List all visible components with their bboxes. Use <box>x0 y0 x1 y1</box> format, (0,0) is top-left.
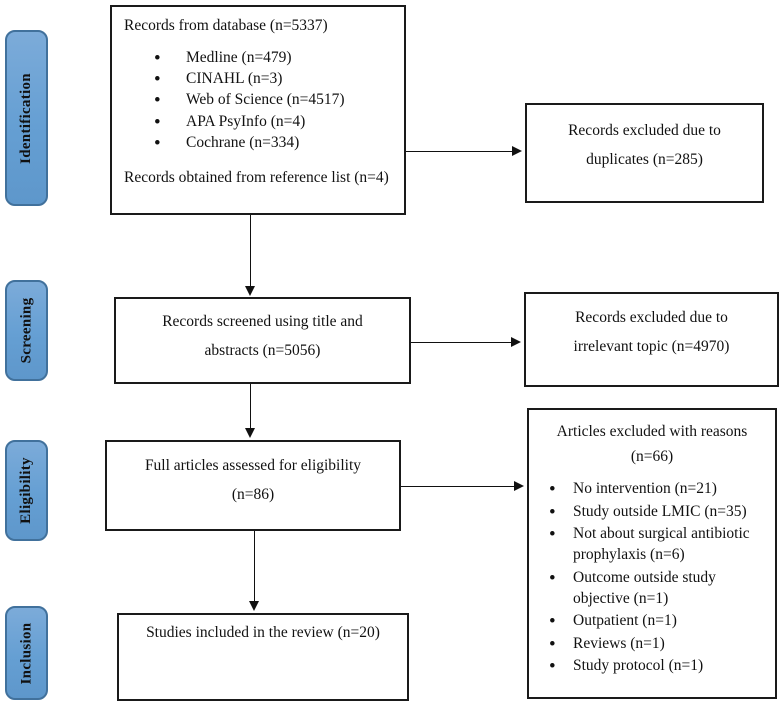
studies-included-text: Studies included in the review (n=20) <box>146 624 380 641</box>
reasons-title-line2: (n=66) <box>630 448 674 466</box>
list-item: Outcome outside study objective (n=1) <box>549 566 769 610</box>
arrow-database-to-screened <box>245 215 256 296</box>
irrelevant-excluded-line1: Records excluded due to <box>575 309 728 326</box>
list-item: Medline (n=479) <box>154 46 404 73</box>
arrow-screened-to-irrelevant <box>411 337 521 348</box>
records-database-title: Records from database (n=5337) <box>124 17 328 34</box>
arrow-screened-to-eligibility <box>245 384 256 438</box>
stage-screening-label: Screening <box>18 297 35 364</box>
duplicates-excluded-line2: duplicates (n=285) <box>586 151 703 169</box>
records-database-box: Records from database (n=5337) Medline (… <box>110 5 406 215</box>
list-item: No intervention (n=21) <box>549 477 769 504</box>
list-item: Outpatient (n=1) <box>549 609 769 636</box>
records-screened-line1: Records screened using title and <box>162 313 363 330</box>
list-item: Study protocol (n=1) <box>549 654 769 681</box>
reasons-excluded-box: Articles excluded with reasons (n=66) No… <box>527 408 777 699</box>
stage-screening: Screening <box>5 280 48 381</box>
full-articles-line1: Full articles assessed for eligibility <box>144 457 362 474</box>
records-screened-line2: abstracts (n=5056) <box>204 342 321 360</box>
database-source-list: Medline (n=479) CINAHL (n=3) Web of Scie… <box>112 46 404 158</box>
list-item: Web of Science (n=4517) <box>154 88 404 115</box>
stage-identification: Identification <box>5 30 48 206</box>
arrow-eligibility-to-included <box>249 531 260 611</box>
records-screened-box: Records screened using title and abstrac… <box>114 297 411 384</box>
irrelevant-excluded-box: Records excluded due to irrelevant topic… <box>524 292 779 387</box>
stage-identification-label: Identification <box>18 72 34 164</box>
stage-inclusion-label: Inclusion <box>18 622 34 684</box>
stage-eligibility-label: Eligibility <box>18 457 34 524</box>
arrow-database-to-duplicates <box>406 146 522 157</box>
duplicates-excluded-line1: Records excluded due to <box>568 122 721 139</box>
records-reference-list-text: Records obtained from reference list (n=… <box>124 168 389 186</box>
studies-included-box: Studies included in the review (n=20) <box>117 613 409 701</box>
list-item: APA PsyInfo (n=4) <box>154 110 404 137</box>
reasons-title-line1: Articles excluded with reasons <box>556 423 748 440</box>
stage-inclusion: Inclusion <box>5 606 48 700</box>
list-item: Cochrane (n=334) <box>154 131 404 158</box>
list-item: CINAHL (n=3) <box>154 67 404 94</box>
exclusion-reason-list: No intervention (n=21) Study outside LMI… <box>529 477 775 681</box>
list-item: Reviews (n=1) <box>549 632 769 659</box>
full-articles-line2: (n=86) <box>231 486 275 504</box>
duplicates-excluded-box: Records excluded due to duplicates (n=28… <box>525 103 764 203</box>
irrelevant-excluded-line2: irrelevant topic (n=4970) <box>573 338 730 356</box>
list-item: Not about surgical antibiotic prophylaxi… <box>549 522 769 566</box>
list-item: Study outside LMIC (n=35) <box>549 500 769 527</box>
stage-eligibility: Eligibility <box>5 440 48 541</box>
full-articles-box: Full articles assessed for eligibility (… <box>105 440 401 531</box>
arrow-eligibility-to-reasons <box>401 481 524 492</box>
